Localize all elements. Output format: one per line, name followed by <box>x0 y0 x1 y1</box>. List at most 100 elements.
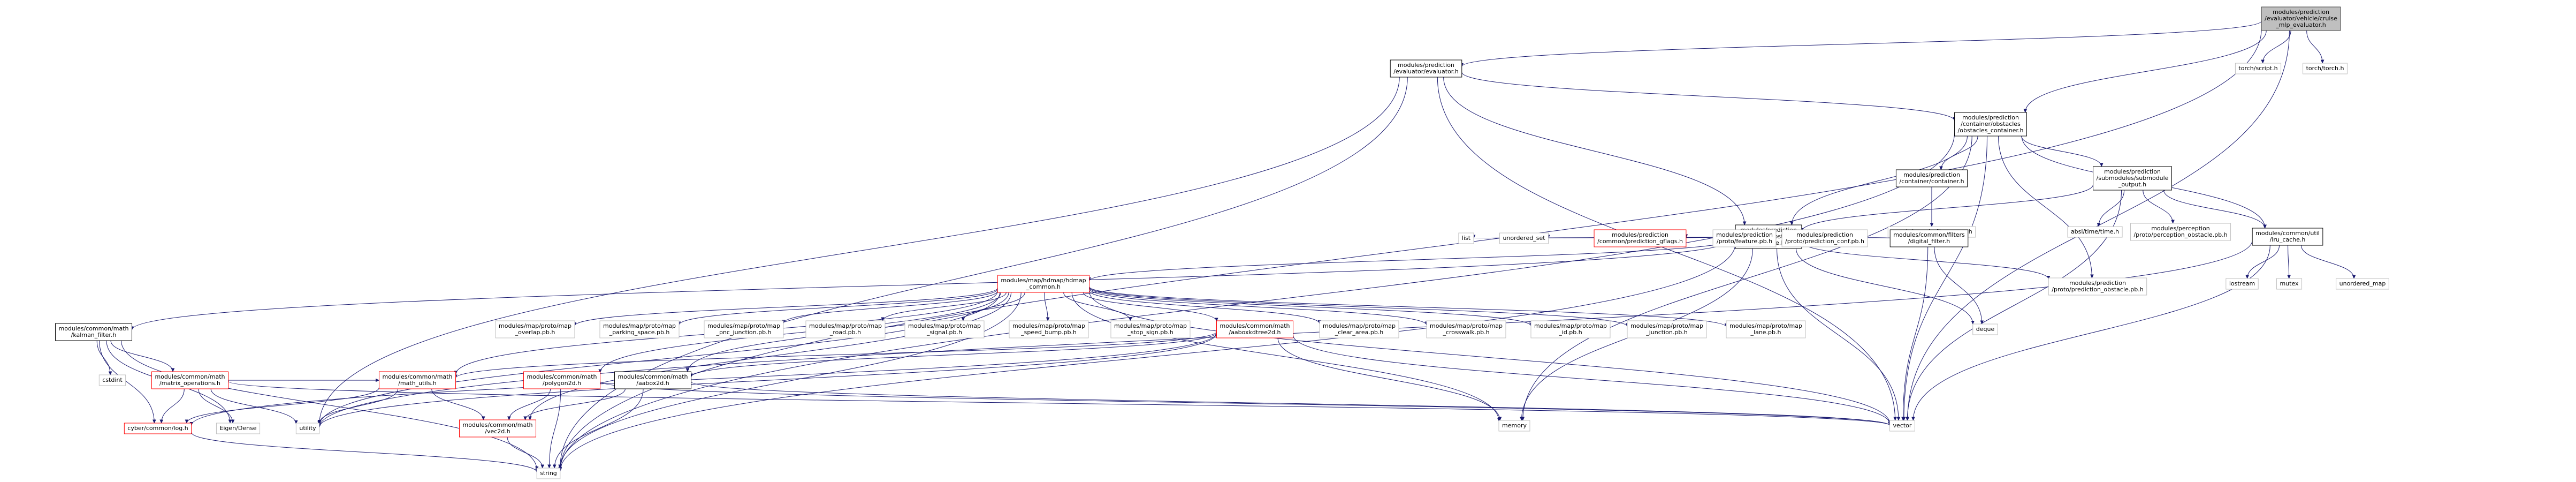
edge-math-utils-to-vec2d <box>431 388 484 420</box>
node-label: modules/map/proto/map <box>1323 322 1396 329</box>
node-label: _pnc_junction.pb.h <box>715 329 771 336</box>
node-digital-filter[interactable]: modules/common/filters/digital_filter.h <box>1889 229 1969 247</box>
node-math-utils[interactable]: modules/common/math/math_utils.h <box>378 371 456 389</box>
node-root[interactable]: modules/prediction/evaluator/vehicle/cru… <box>2261 6 2341 31</box>
node-perception-obstacle-pb[interactable]: modules/perception/proto/perception_obst… <box>2130 223 2231 241</box>
node-label: /proto/perception_obstacle.pb.h <box>2133 231 2227 238</box>
node-label: modules/prediction <box>1796 231 1853 238</box>
node-clear-area-pb[interactable]: modules/map/proto/map_clear_area.pb.h <box>1319 320 1399 338</box>
node-label: modules/map/proto/map <box>603 322 676 329</box>
node-lane-pb[interactable]: modules/map/proto/map_lane.pb.h <box>1726 320 1806 338</box>
node-box <box>1499 232 1549 244</box>
node-label: _common.h <box>1026 283 1061 290</box>
node-box <box>1972 323 1998 335</box>
node-deque[interactable]: deque <box>1972 323 1998 335</box>
node-signal-pb[interactable]: modules/map/proto/map_signal.pb.h <box>904 320 985 338</box>
node-string[interactable]: string <box>536 468 561 479</box>
node-mutex[interactable]: mutex <box>2276 278 2303 290</box>
node-junction-pb[interactable]: modules/map/proto/map_junction.pb.h <box>1627 320 1707 338</box>
node-label: modules/common/math <box>527 373 597 380</box>
node-kalman-filter[interactable]: modules/common/math/kalman_filter.h <box>55 323 133 341</box>
node-id-pb[interactable]: modules/map/proto/map_id.pb.h <box>1530 320 1611 338</box>
node-cyber-log[interactable]: cyber/common/log.h <box>124 423 192 434</box>
edge-hdmap-common-to-aaboxkdtree2d <box>1083 292 1216 321</box>
node-obstacles-container[interactable]: modules/prediction/container/obstacles/o… <box>1954 112 2027 137</box>
node-box <box>2252 228 2323 246</box>
node-submodule-output[interactable]: modules/prediction/submodules/submodule_… <box>2093 166 2172 191</box>
node-hdmap-common[interactable]: modules/map/hdmap/hdmap_common.h <box>997 275 1090 293</box>
node-stop-sign-pb[interactable]: modules/map/proto/map_stop_sign.pb.h <box>1110 320 1191 338</box>
node-box <box>1216 320 1294 338</box>
node-unordered-map[interactable]: unordered_map <box>2336 278 2389 290</box>
node-evaluator[interactable]: modules/prediction/evaluator/evaluator.h <box>1390 59 1462 78</box>
edge-evaluator-to-obstacles-container <box>1461 72 1955 121</box>
node-crosswalk-pb[interactable]: modules/map/proto/map_crosswalk.pb.h <box>1426 320 1506 338</box>
node-unordered-set[interactable]: unordered_set <box>1499 232 1549 244</box>
node-box <box>1426 320 1506 338</box>
node-label: modules/prediction <box>1962 114 2019 121</box>
edge-hdmap-common-to-memory <box>1071 292 1499 421</box>
node-prediction-obstacle-pb[interactable]: modules/prediction/proto/prediction_obst… <box>2048 277 2147 296</box>
node-label: modules/common/util <box>2255 230 2320 237</box>
node-label: absl/time/time.h <box>2071 228 2119 235</box>
node-vector[interactable]: vector <box>1889 420 1915 432</box>
node-vec2d[interactable]: modules/common/math/vec2d.h <box>459 419 537 438</box>
node-overlap-pb[interactable]: modules/map/proto/map_overlap.pb.h <box>495 320 575 338</box>
edge-obstacle-to-hdmap-common <box>1089 238 1736 281</box>
node-label: /proto/feature.pb.h <box>1717 238 1772 245</box>
node-abseil-time[interactable]: absl/time/time.h <box>2067 226 2123 238</box>
node-container[interactable]: modules/prediction/container/container.h <box>1895 169 1968 187</box>
edge-evaluator-to-utility <box>319 77 1400 425</box>
node-eigen-dense[interactable]: Eigen/Dense <box>216 423 261 434</box>
node-road-pb[interactable]: modules/map/proto/map_road.pb.h <box>805 320 886 338</box>
node-label: modules/map/proto/map <box>1630 322 1703 329</box>
node-box <box>2048 277 2147 296</box>
node-box <box>2261 6 2341 31</box>
node-box <box>1726 320 1806 338</box>
edge-root-to-torch-script <box>2263 30 2291 63</box>
node-label: memory <box>1502 422 1527 429</box>
node-label: _stop_sign.pb.h <box>1127 329 1173 336</box>
node-utility[interactable]: utility <box>295 423 320 434</box>
node-cstdint[interactable]: cstdint <box>98 374 126 386</box>
node-label: modules/common/math <box>1220 322 1290 329</box>
node-torch-torch[interactable]: torch/torch.h <box>2303 63 2348 74</box>
node-aaboxkdtree2d[interactable]: modules/common/math/aaboxkdtree2d.h <box>1216 320 1294 338</box>
node-prediction-conf-pb[interactable]: modules/prediction/proto/prediction_conf… <box>1781 229 1868 247</box>
edge-submodule-output-to-obstacle <box>1802 184 2094 231</box>
node-prediction-gflags[interactable]: modules/prediction/common/prediction_gfl… <box>1594 229 1687 247</box>
node-label: _mlp_evaluator.h <box>2275 21 2326 28</box>
node-pnc-junction-pb[interactable]: modules/map/proto/map_pnc_junction.pb.h <box>704 320 784 338</box>
node-label: _crosswalk.pb.h <box>1442 329 1489 336</box>
node-label: modules/prediction <box>1716 231 1773 238</box>
node-label: string <box>540 470 557 477</box>
node-parking-space-pb[interactable]: modules/map/proto/map_parking_space.pb.h <box>599 320 680 338</box>
node-list[interactable]: list <box>1458 232 1474 244</box>
node-label: Eigen/Dense <box>219 425 256 432</box>
node-torch-script[interactable]: torch/script.h <box>2235 63 2282 74</box>
edge-obstacle-to-deque <box>1796 248 1973 324</box>
node-iostream[interactable]: iostream <box>2226 278 2259 290</box>
node-label: /digital_filter.h <box>1908 238 1950 245</box>
edge-lru-cache-to-mutex <box>2288 245 2289 278</box>
node-aabox2d[interactable]: modules/common/math/aabox2d.h <box>614 371 692 389</box>
node-matrix-operations[interactable]: modules/common/math/matrix_operations.h <box>151 371 229 389</box>
node-label: iostream <box>2229 280 2255 287</box>
node-lru-cache[interactable]: modules/common/util/lru_cache.h <box>2252 228 2323 246</box>
node-box <box>904 320 985 338</box>
node-label: /evaluator/evaluator.h <box>1393 68 1459 75</box>
node-label: _road.pb.h <box>829 329 861 336</box>
node-speed-bump-pb[interactable]: modules/map/proto/map_speed_bump.pb.h <box>1009 320 1089 338</box>
node-polygon2d[interactable]: modules/common/math/polygon2d.h <box>523 371 601 389</box>
node-memory[interactable]: memory <box>1498 420 1530 432</box>
node-feature-pb[interactable]: modules/prediction/proto/feature.pb.h <box>1712 229 1777 247</box>
node-label: _lane.pb.h <box>1750 329 1781 336</box>
edge-aabox2d-to-vec2d <box>525 388 626 420</box>
node-label: /lru_cache.h <box>2270 236 2306 243</box>
edge-kalman-filter-to-string <box>121 340 537 470</box>
edge-hdmap-common-to-string <box>560 292 1022 469</box>
edge-submodule-output-to-perception-obstacle-pb <box>2143 190 2173 223</box>
edge-obstacles-container-to-container <box>1941 135 1978 170</box>
node-box <box>295 423 320 434</box>
edge-obstacles-container-to-obstacle <box>1792 135 1968 225</box>
